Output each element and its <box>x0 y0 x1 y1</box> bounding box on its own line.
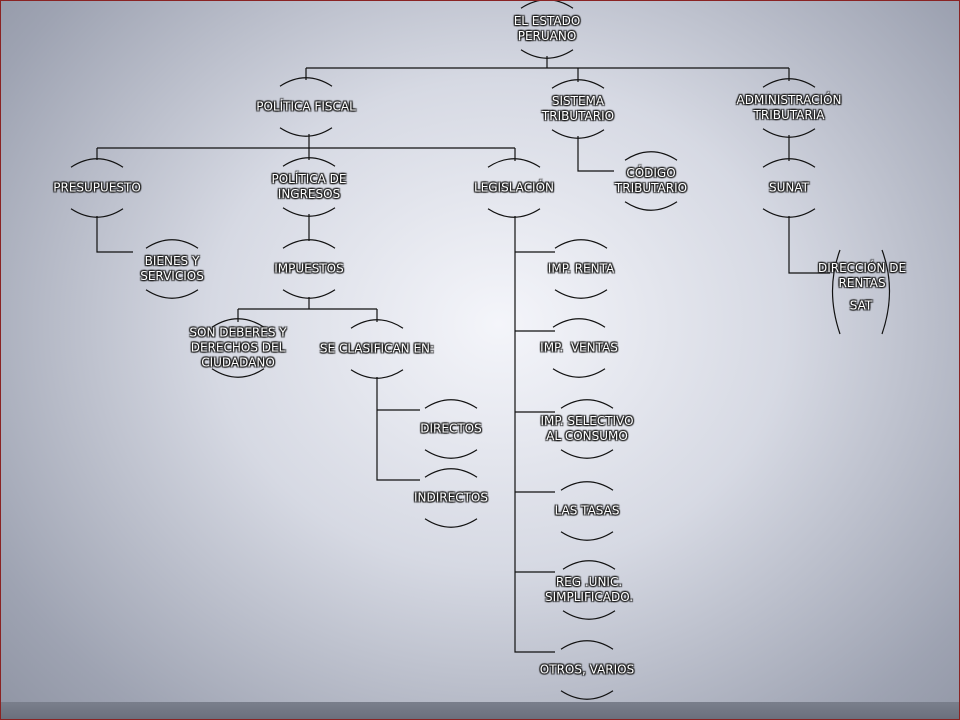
bracket-impuestos-bottom-arc <box>282 289 336 299</box>
bracket-administracion-top-arc <box>762 78 816 88</box>
node-presupuesto: PRESUPUESTO <box>53 180 141 195</box>
bracket-impuestos-top-arc <box>282 239 336 249</box>
bracket-administracion-bottom-arc <box>762 128 816 138</box>
node-deberes-derechos: SON DEBERES Y DERECHOS DEL CIUDADANO <box>189 325 287 370</box>
bracket-codigo-bottom-arc <box>624 201 678 211</box>
node-politica-ingresos: POLÍTICA DE INGRESOS <box>271 172 347 201</box>
node-bienes-servicios: BIENES Y SERVICIOS <box>140 254 204 283</box>
bracket-deberes-top-arc <box>211 318 265 328</box>
node-administracion-tributaria: ADMINISTRACIÓN TRIBUTARIA <box>736 93 842 122</box>
node-legislacion: LEGISLACIÓN <box>473 180 555 195</box>
node-politica-fiscal: POLÍTICA FISCAL <box>256 99 356 114</box>
node-se-clasifican: SE CLASIFICAN EN: <box>319 341 435 356</box>
bracket-politica-ingresos-top-arc <box>282 157 336 167</box>
bracket-legislacion-top-arc <box>487 158 541 168</box>
node-codigo-tributario: CÓDIGO TRIBUTARIO <box>614 166 688 195</box>
bracket-imp-ventas-bottom-arc <box>552 368 606 378</box>
node-directos: DIRECTOS <box>420 421 482 436</box>
connector-codigo <box>577 136 614 172</box>
bracket-bienes-top-arc <box>145 239 199 249</box>
node-direccion-rentas: DIRECCIÓN DE RENTAS <box>817 261 907 290</box>
bracket-tasas-bottom-arc <box>560 531 614 541</box>
bracket-otros-bottom-arc <box>560 690 614 700</box>
bracket-deberes-bottom-arc <box>211 368 265 378</box>
bracket-estado-top-arc <box>520 0 574 9</box>
node-sat: SAT <box>849 298 873 313</box>
bracket-directos-bottom-arc <box>424 449 478 459</box>
bracket-sistema-bottom-arc <box>551 129 605 139</box>
bracket-indirectos-bottom-arc <box>424 518 478 528</box>
node-las-tasas: LAS TASAS <box>554 503 620 518</box>
bracket-indirectos-top-arc <box>424 468 478 478</box>
node-imp-selectivo: IMP. SELECTIVO AL CONSUMO <box>540 414 634 443</box>
node-reg-unic: REG .UNIC. SIMPLIFICADO. <box>544 575 634 604</box>
bracket-imp-renta-bottom-arc <box>554 289 608 299</box>
node-estado-peruano: EL ESTADO PERUANO <box>513 14 581 43</box>
connector-direccion <box>788 216 830 274</box>
connector-bienes <box>96 216 133 253</box>
bracket-bienes-bottom-arc <box>145 289 199 299</box>
bracket-estado-bottom-arc <box>520 49 574 59</box>
bracket-legislacion-bottom-arc <box>487 208 541 218</box>
bracket-imp-ventas-top-arc <box>552 318 606 328</box>
bracket-politica-fiscal-top-arc <box>279 77 333 87</box>
bracket-direccion-right <box>881 249 891 335</box>
node-indirectos: INDIRECTOS <box>414 490 488 505</box>
bracket-reg-unic-bottom-arc <box>562 610 616 620</box>
bracket-reg-unic-top-arc <box>562 560 616 570</box>
bracket-imp-selectivo-top-arc <box>560 399 614 409</box>
bracket-clasifican-top-arc <box>350 319 404 329</box>
connector-indirectos <box>376 377 420 481</box>
bracket-politica-ingresos-bottom-arc <box>282 207 336 217</box>
bracket-directos-top-arc <box>424 399 478 409</box>
node-sunat: SUNAT <box>769 180 809 195</box>
bracket-imp-renta-top-arc <box>554 239 608 249</box>
node-impuestos: IMPUESTOS <box>274 261 344 276</box>
bottom-strip <box>0 702 960 720</box>
bracket-sunat-top-arc <box>762 158 816 168</box>
node-sistema-tributario: SISTEMA TRIBUTARIO <box>541 94 615 123</box>
node-imp-ventas: IMP. VENTAS <box>540 340 618 355</box>
node-otros-varios: OTROS, VARIOS <box>539 662 635 677</box>
bracket-codigo-top-arc <box>624 151 678 161</box>
bracket-sunat-bottom-arc <box>762 208 816 218</box>
bracket-direccion-left <box>831 249 841 335</box>
node-imp-renta: IMP. RENTA <box>547 261 615 276</box>
bracket-presupuesto-top-arc <box>70 158 124 168</box>
bracket-politica-fiscal-bottom-arc <box>279 127 333 137</box>
bracket-sistema-top-arc <box>551 79 605 89</box>
connector-legislacion-spine <box>514 216 555 653</box>
bracket-clasifican-bottom-arc <box>350 369 404 379</box>
bracket-presupuesto-bottom-arc <box>70 208 124 218</box>
bracket-otros-top-arc <box>560 640 614 650</box>
bracket-imp-selectivo-bottom-arc <box>560 449 614 459</box>
bracket-tasas-top-arc <box>560 481 614 491</box>
